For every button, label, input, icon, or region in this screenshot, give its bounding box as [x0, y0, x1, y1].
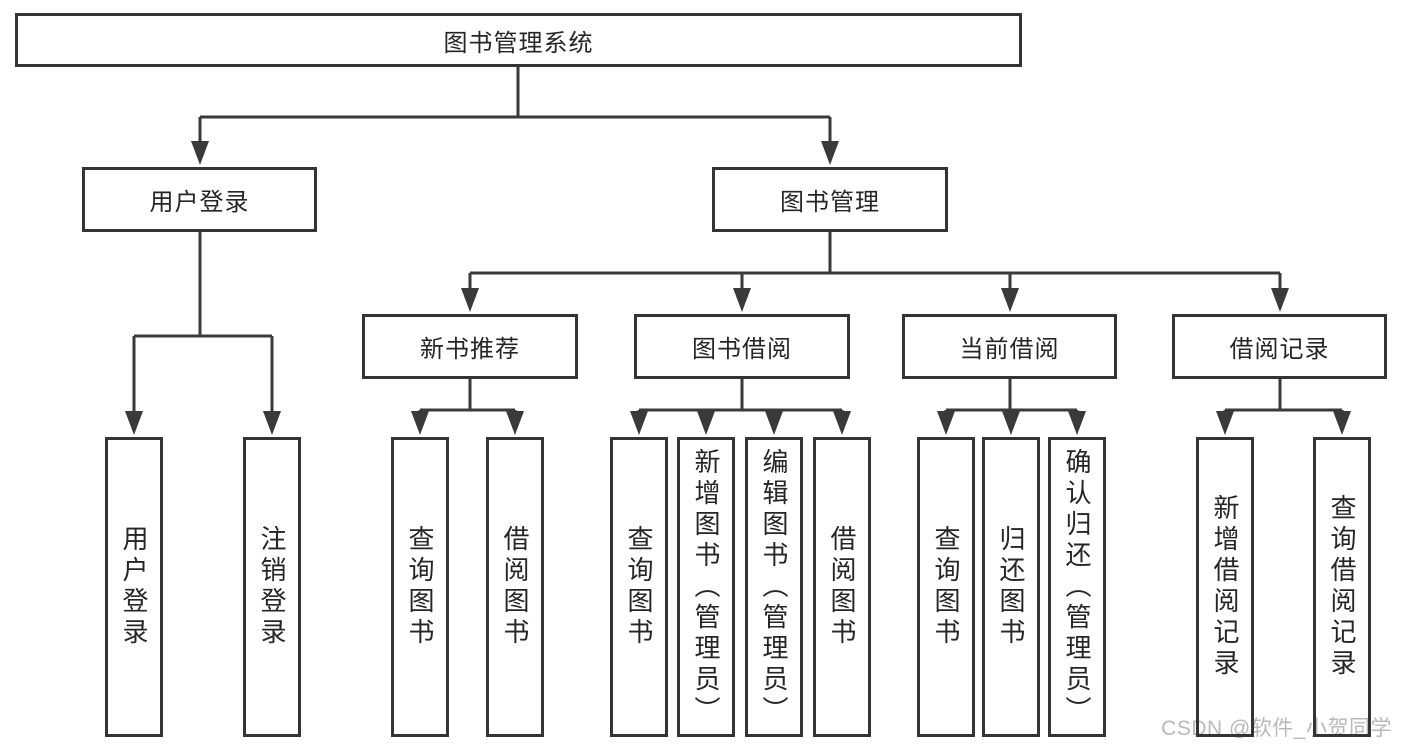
leaf-add-books-admin: 新增图书（管理员） — [677, 437, 735, 737]
node-user-login: 用户登录 — [82, 167, 317, 232]
leaf-query-books-recommend: 查询图书 — [391, 437, 449, 737]
leaf-add-borrow-record: 新增借阅记录 — [1196, 437, 1254, 737]
connector-user-login-to-leaves — [125, 232, 281, 435]
leaf-return-books: 归还图书 — [982, 437, 1040, 737]
leaf-borrow-books: 借阅图书 — [813, 437, 871, 737]
node-library-management-system: 图书管理系统 — [15, 13, 1022, 67]
connector-root-to-level2 — [191, 67, 839, 165]
leaf-logout-login: 注销登录 — [243, 437, 301, 737]
leaf-confirm-return-admin: 确认归还（管理员） — [1048, 437, 1106, 737]
leaf-query-borrow-record: 查询借阅记录 — [1313, 437, 1371, 737]
leaf-edit-books-admin: 编辑图书（管理员） — [745, 437, 803, 737]
node-book-management: 图书管理 — [712, 167, 948, 232]
connector-new-book-recommend-to-leaves — [411, 379, 524, 435]
leaf-query-books-current: 查询图书 — [917, 437, 975, 737]
node-new-book-recommend: 新书推荐 — [362, 314, 578, 379]
connector-current-borrow-to-leaves — [937, 379, 1086, 435]
connector-book-management-to-level3 — [461, 232, 1289, 312]
leaf-borrow-books-recommend: 借阅图书 — [486, 437, 544, 737]
node-book-borrow: 图书借阅 — [634, 314, 850, 379]
leaf-user-login: 用户登录 — [105, 437, 163, 737]
connector-book-borrow-to-leaves — [630, 379, 851, 435]
node-borrow-records: 借阅记录 — [1172, 314, 1387, 379]
connector-borrow-records-to-leaves — [1216, 379, 1351, 435]
csdn-watermark: CSDN @软件_小贺同学 — [1161, 717, 1392, 740]
node-current-borrow: 当前借阅 — [902, 314, 1117, 379]
leaf-query-books-borrow: 查询图书 — [610, 437, 668, 737]
